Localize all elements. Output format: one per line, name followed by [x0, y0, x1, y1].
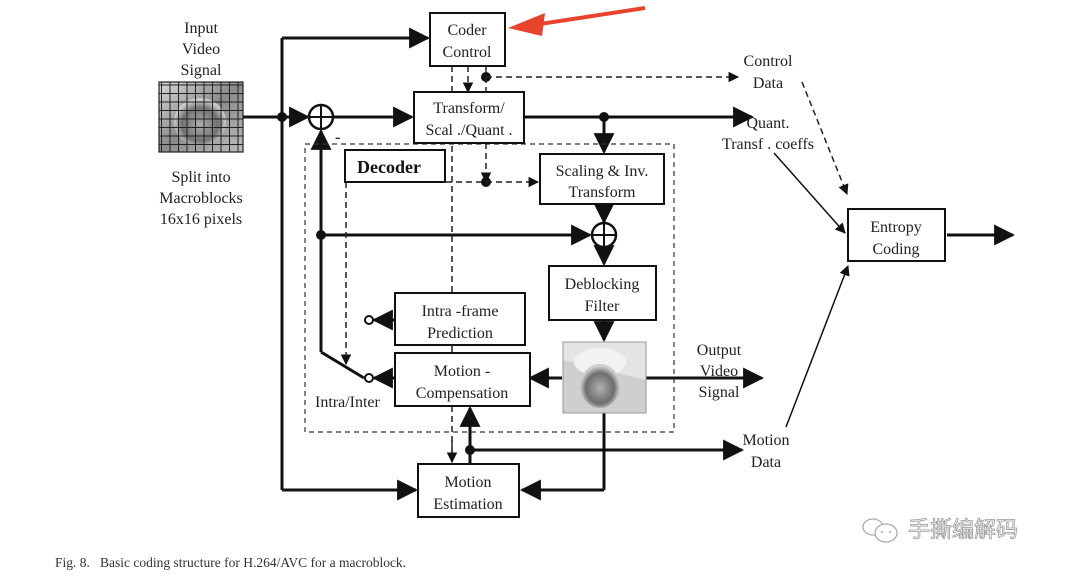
entropy-coding-block: Entropy Coding	[847, 208, 946, 262]
svg-text:手撕编解码: 手撕编解码	[908, 518, 1018, 543]
control-data-label: Control Data	[744, 53, 793, 92]
svg-text:Signal: Signal	[181, 62, 222, 79]
svg-text:Output: Output	[697, 342, 742, 359]
split-macroblocks-label: Split into Macroblocks 16x16 pixels	[159, 169, 243, 228]
motion-estimation-block: Motion Estimation	[417, 463, 520, 518]
svg-text:Control: Control	[443, 44, 492, 61]
svg-text:Entropy: Entropy	[870, 219, 922, 236]
figure-caption: Fig. 8. Basic coding structure for H.264…	[55, 555, 406, 570]
svg-text:Compensation: Compensation	[416, 385, 508, 402]
minus-sign: -	[335, 129, 340, 146]
svg-text:Input: Input	[184, 20, 218, 37]
quant-coeffs-label: Quant. Transf . coeffs	[722, 115, 814, 153]
switch-contact-inter	[364, 373, 374, 383]
svg-text:Prediction: Prediction	[427, 325, 493, 342]
adder-reconstruction	[590, 221, 618, 249]
svg-text:Motion: Motion	[444, 474, 491, 491]
svg-text:Transform/: Transform/	[433, 100, 505, 117]
wechat-icon	[862, 518, 898, 543]
input-video-signal-label: Input Video Signal	[181, 20, 222, 79]
svg-text:Motion: Motion	[742, 432, 789, 449]
motion-data-label: Motion Data	[742, 432, 789, 471]
svg-text:Scaling & Inv.: Scaling & Inv.	[556, 163, 649, 180]
deblocking-filter-block: Deblocking Filter	[548, 265, 657, 321]
svg-text:Video: Video	[182, 41, 220, 58]
svg-text:Motion -: Motion -	[434, 363, 490, 380]
svg-text:Video: Video	[700, 363, 738, 380]
svg-text:Transf . coeffs: Transf . coeffs	[722, 136, 814, 153]
svg-text:Estimation: Estimation	[433, 496, 502, 513]
svg-text:Split into: Split into	[171, 169, 230, 186]
decoded-frame-image	[562, 341, 647, 414]
motion-compensation-block: Motion - Compensation	[394, 352, 531, 407]
adder-residual	[307, 103, 335, 131]
svg-text:Control: Control	[744, 53, 793, 70]
scaling-inverse-transform-block: Scaling & Inv. Transform	[539, 153, 665, 205]
decoder-label-box: Decoder	[344, 149, 446, 183]
svg-text:Quant.: Quant.	[746, 115, 789, 132]
watermark: 手撕编解码	[862, 518, 1018, 543]
switch-contact-intra	[364, 315, 374, 325]
svg-text:Scal ./Quant .: Scal ./Quant .	[425, 122, 512, 139]
svg-text:Transform: Transform	[569, 184, 637, 201]
svg-text:16x16 pixels: 16x16 pixels	[160, 211, 242, 228]
svg-text:Coding: Coding	[872, 241, 919, 258]
intra-inter-switch-label: Intra/Inter	[315, 394, 381, 411]
svg-text:Macroblocks: Macroblocks	[159, 190, 243, 207]
output-video-signal-label: Output Video Signal	[697, 342, 742, 401]
coder-control-block: Coder Control	[429, 12, 506, 67]
svg-text:Filter: Filter	[585, 298, 620, 315]
svg-text:Data: Data	[753, 75, 783, 92]
input-frame-image	[158, 81, 244, 153]
svg-text:Intra -frame: Intra -frame	[422, 303, 499, 320]
svg-text:Deblocking: Deblocking	[565, 276, 640, 293]
svg-text:Decoder: Decoder	[357, 157, 421, 177]
svg-text:Data: Data	[751, 454, 781, 471]
transform-quant-block: Transform/ Scal ./Quant .	[413, 91, 525, 144]
signal-paths	[243, 27, 1016, 501]
highlight-arrow-icon	[508, 6, 646, 36]
intra-frame-prediction-block: Intra -frame Prediction	[394, 292, 526, 346]
svg-text:Signal: Signal	[699, 384, 740, 401]
svg-text:Coder: Coder	[447, 22, 487, 39]
